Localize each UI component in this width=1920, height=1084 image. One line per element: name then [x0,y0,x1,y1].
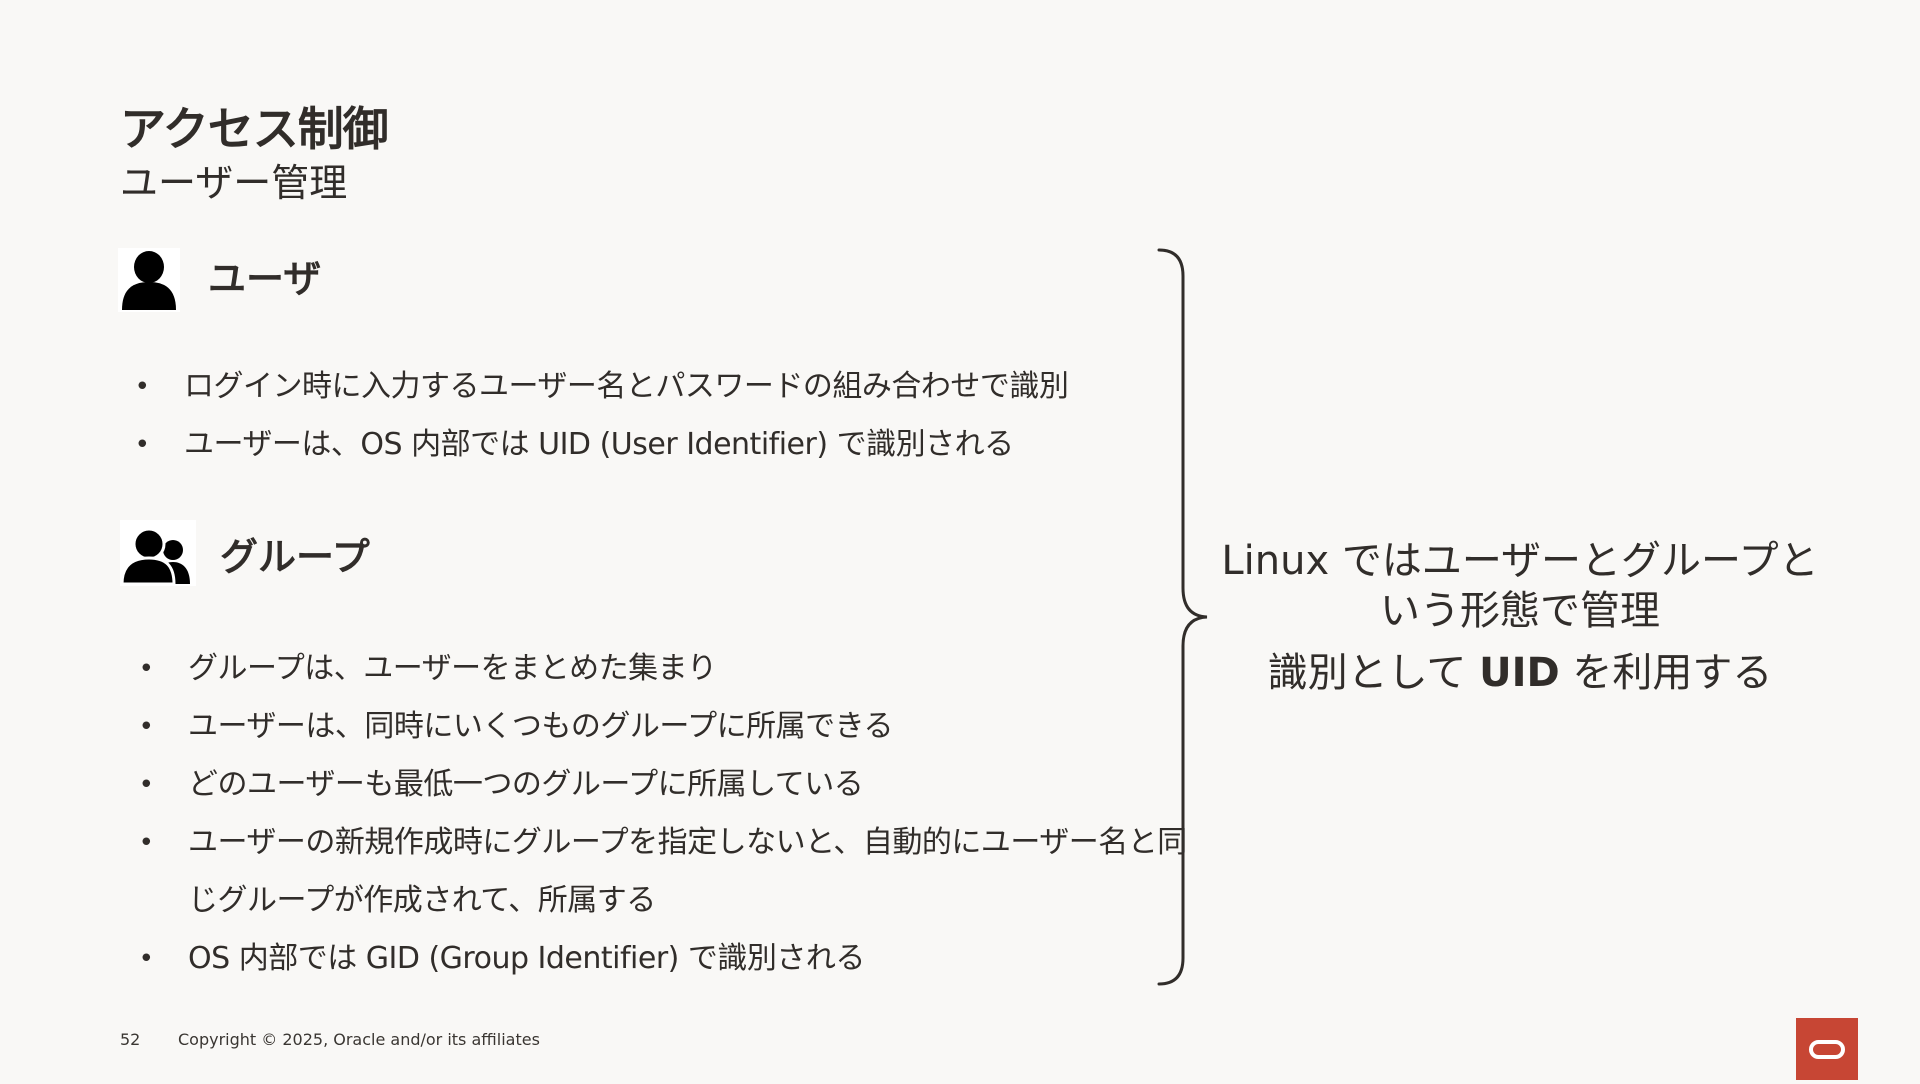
list-item: •OS 内部では GID (Group Identifier) で識別される [138,941,866,976]
summary-line-1: Linux ではユーザーとグループという形態で管理 [1221,538,1819,634]
list-item: •グループは、ユーザーをまとめた集まり [138,651,718,686]
group-icon [120,520,196,586]
user-section-title: ユーザ [208,257,322,301]
user-icon [118,248,180,312]
page-number: 52 [120,1030,141,1049]
summary-text: Linux ではユーザーとグループという形態で管理 識別として UID を利用す… [1215,536,1825,698]
list-item: •どのユーザーも最低一つのグループに所属している [138,767,864,802]
list-item: •ユーザーの新規作成時にグループを指定しないと、自動的にユーザー名と同じグループ… [138,825,1188,918]
page-subtitle: ユーザー管理 [120,161,348,205]
user-bullet-list: •ログイン時に入力するユーザー名とパスワードの組み合わせで識別 •ユーザーは、O… [132,358,1069,474]
group-section-title: グループ [220,535,370,579]
oracle-logo-icon [1796,1018,1858,1080]
copyright-text: Copyright © 2025, Oracle and/or its affi… [178,1030,540,1049]
list-item: •ユーザーは、同時にいくつものグループに所属できる [138,709,894,744]
list-item: •ユーザーは、OS 内部では UID (User Identifier) で識別… [134,427,1014,462]
summary-line-2: 識別として UID を利用する [1267,650,1773,696]
list-item: •ログイン時に入力するユーザー名とパスワードの組み合わせで識別 [134,369,1069,404]
page-title: アクセス制御 [120,102,389,156]
curly-brace-icon [1155,246,1215,988]
group-bullet-list: •グループは、ユーザーをまとめた集まり •ユーザーは、同時にいくつものグループに… [136,640,1188,988]
